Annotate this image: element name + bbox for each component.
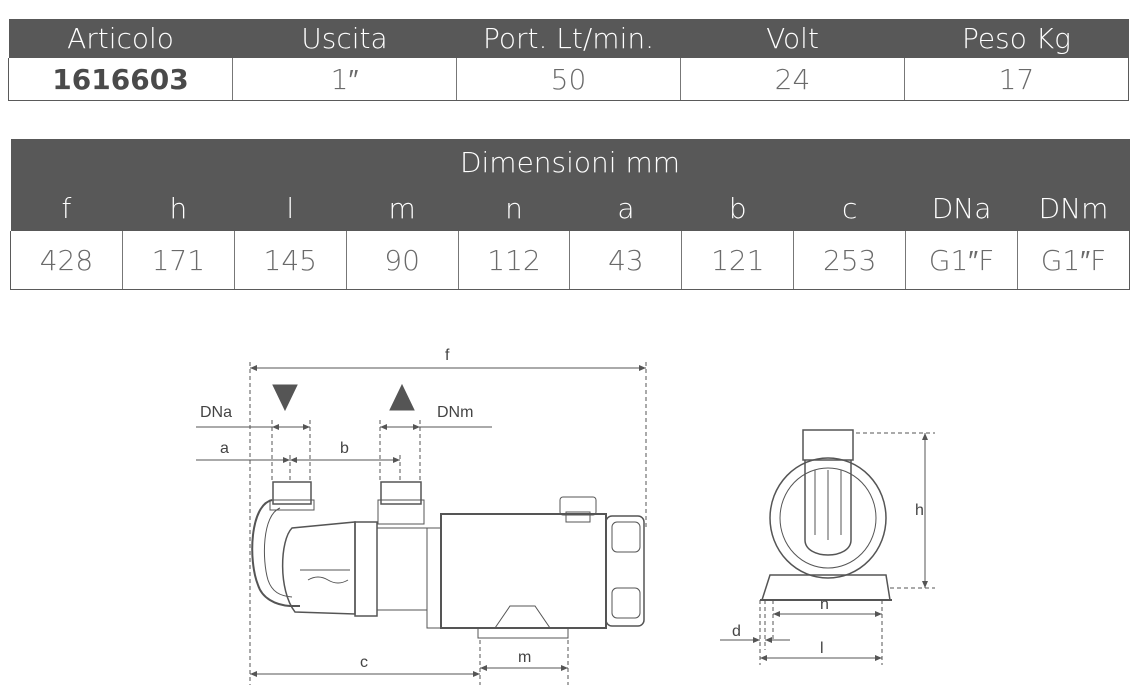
spec-header-uscita: Uscita bbox=[232, 19, 457, 58]
dimension-value-m: 90 bbox=[345, 231, 459, 290]
label-a: a bbox=[220, 440, 229, 457]
label-n: n bbox=[820, 596, 829, 613]
dimension-value-row: 428 171 145 90 112 43 121 253 G1″F G1″F bbox=[10, 231, 1130, 290]
pump-technical-drawing: f DNa DNm a b c m h n d l bbox=[196, 347, 935, 685]
dimension-value-dna: G1″F bbox=[905, 231, 1019, 290]
dimension-header-m: m bbox=[346, 186, 459, 231]
dimension-header-b: b bbox=[681, 186, 794, 231]
pump-side-view bbox=[251, 481, 645, 639]
label-dnm: DNm bbox=[437, 404, 473, 421]
dimension-value-f: 428 bbox=[10, 231, 123, 290]
spec-value-volt: 24 bbox=[680, 58, 905, 101]
spec-table: Articolo Uscita Port. Lt/min. Volt Peso … bbox=[8, 19, 1129, 101]
dimension-value-a: 43 bbox=[569, 231, 683, 290]
label-l: l bbox=[820, 640, 824, 657]
label-h: h bbox=[915, 502, 924, 519]
spec-value-row: 1616603 1″ 50 24 17 bbox=[8, 58, 1129, 101]
spec-value-articolo: 1616603 bbox=[8, 58, 233, 101]
spec-value-uscita: 1″ bbox=[232, 58, 457, 101]
dimension-value-h: 171 bbox=[121, 231, 235, 290]
spec-header-row: Articolo Uscita Port. Lt/min. Volt Peso … bbox=[8, 19, 1129, 58]
dimension-header-dna: DNa bbox=[905, 186, 1018, 231]
dimension-title-row: Dimensioni mm bbox=[10, 139, 1130, 186]
side-view-dimensions bbox=[196, 362, 647, 685]
dimension-value-dnm: G1″F bbox=[1017, 231, 1130, 290]
dimension-header-c: c bbox=[793, 186, 906, 231]
dimension-table: Dimensioni mm f h l m n a b c DNa DNm 42… bbox=[10, 139, 1130, 290]
dimension-value-n: 112 bbox=[457, 231, 571, 290]
dimension-value-l: 145 bbox=[233, 231, 347, 290]
dimension-header-n: n bbox=[458, 186, 570, 231]
dimension-header-row: f h l m n a b c DNa DNm bbox=[10, 186, 1130, 231]
label-d: d bbox=[732, 623, 741, 640]
inlet-flow-arrow bbox=[272, 384, 298, 412]
spec-value-portata: 50 bbox=[456, 58, 681, 101]
spec-header-peso: Peso Kg bbox=[904, 19, 1129, 58]
label-b: b bbox=[340, 440, 349, 457]
label-dna: DNa bbox=[200, 404, 232, 421]
dimension-header-a: a bbox=[569, 186, 682, 231]
outlet-flow-arrow bbox=[389, 383, 415, 411]
spec-header-volt: Volt bbox=[680, 19, 905, 58]
label-f: f bbox=[445, 347, 450, 364]
dimension-header-l: l bbox=[234, 186, 347, 231]
dimension-header-f: f bbox=[10, 186, 123, 231]
label-m: m bbox=[518, 649, 531, 666]
dimension-value-c: 253 bbox=[793, 231, 907, 290]
dimension-value-b: 121 bbox=[681, 231, 795, 290]
dimension-header-h: h bbox=[122, 186, 235, 231]
front-view-dimensions bbox=[720, 432, 935, 665]
dimension-title: Dimensioni mm bbox=[10, 139, 1130, 186]
label-c: c bbox=[360, 654, 368, 671]
spec-header-portata: Port. Lt/min. bbox=[456, 19, 681, 58]
dimension-header-dnm: DNm bbox=[1017, 186, 1130, 231]
pump-front-view bbox=[760, 429, 892, 601]
spec-value-peso: 17 bbox=[904, 58, 1129, 101]
spec-header-articolo: Articolo bbox=[8, 19, 233, 58]
